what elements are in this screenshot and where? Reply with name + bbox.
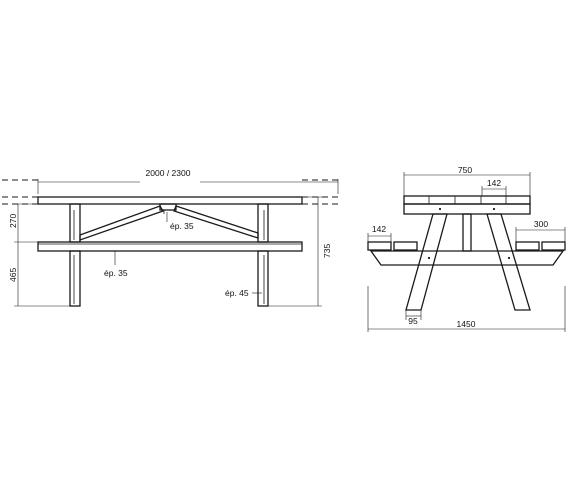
leg-right-lower [257,250,269,307]
bench-boards [367,241,566,251]
top-width-label: 750 [458,165,472,175]
table-top [37,196,303,205]
brace-thickness-label: ép. 35 [170,221,194,231]
side-annotations: ép. 35 ép. 35 ép. 45 [104,212,262,298]
bench-board-dimension: 142 [367,224,392,242]
leg-thickness-label: ép. 45 [225,288,249,298]
left-height-dimensions: 270 465 [8,203,70,307]
leg-left-upper [69,203,81,243]
leg-width-dimension: 95 [405,310,422,326]
board-width-dimension: 142 [481,178,507,196]
leg-left-lower [69,250,81,307]
top-boards [403,195,531,215]
center-upright [462,213,472,252]
bench-side [37,241,303,252]
board-width-label: 142 [487,178,501,188]
total-height-label: 735 [322,244,332,258]
leg-width-label: 95 [408,316,418,326]
table-height-label: 270 [8,214,18,228]
top-width-dimension: 750 [403,165,531,196]
cross-braces [79,203,259,241]
total-width-label: 1450 [457,319,476,329]
total-width-dimension: 1450 [367,286,566,332]
bench-board-label: 142 [372,224,386,234]
end-view: 750 142 [367,165,566,332]
side-view: 2000 / 2300 [2,168,342,307]
total-height-dimension: 735 [268,196,332,307]
bench-width-label: 300 [534,219,548,229]
bench-crossbar [369,250,565,266]
bench-height-label: 465 [8,268,18,282]
leg-right-upper [257,203,269,243]
bench-thickness-label: ép. 35 [104,268,128,278]
length-dimension: 2000 / 2300 [37,168,339,194]
length-label: 2000 / 2300 [146,168,191,178]
a-frame-legs [405,213,531,311]
bench-width-dimension: 300 [515,219,566,242]
